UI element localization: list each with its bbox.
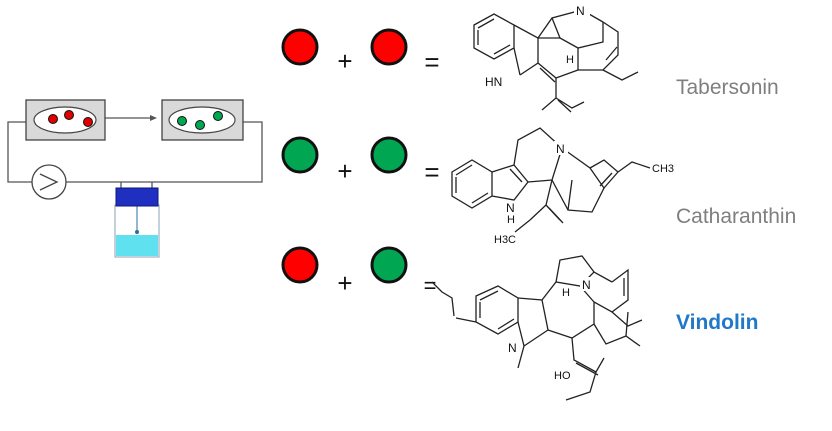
cell-red — [48, 114, 58, 124]
svg-text:H: H — [562, 287, 570, 299]
cell-3a — [281, 246, 319, 284]
cell-red — [64, 110, 74, 120]
equals-sign: = — [424, 47, 439, 77]
plus-sign: + — [337, 268, 352, 298]
equals-sign: = — [424, 273, 437, 298]
svg-text:N: N — [556, 142, 565, 156]
structure-vindolin — [431, 255, 643, 401]
structure-catharanthin-labels: N CH3 N H H3C — [494, 141, 674, 246]
cell-green — [195, 120, 205, 130]
cell-3b — [370, 246, 408, 284]
flow-reactor-setup — [7, 115, 263, 183]
loop-tubing-bottom — [66, 121, 263, 183]
cell-1b — [370, 28, 408, 66]
svg-text:HN: HN — [485, 75, 502, 89]
connector-arrow-head — [150, 115, 157, 121]
loop-tubing — [7, 121, 32, 183]
svg-text:N: N — [582, 278, 591, 292]
structure-vindolin-labels: N H N HO — [508, 277, 594, 382]
cell-2b — [370, 136, 408, 174]
cell-red — [83, 117, 93, 127]
plus-sign: + — [337, 46, 352, 76]
reactor-chamber-red — [25, 99, 106, 141]
svg-text:N: N — [508, 341, 517, 355]
svg-text:HO: HO — [554, 370, 571, 382]
structure-tabersonin — [473, 9, 639, 113]
compound-label-vindolin: Vindolin — [676, 311, 759, 334]
structure-catharanthin — [451, 127, 651, 233]
svg-text:N: N — [506, 201, 515, 215]
svg-text:H: H — [507, 214, 515, 226]
compound-label-catharanthin: Catharanthin — [676, 205, 797, 228]
cell-2a — [281, 136, 319, 174]
compound-label-tabersonin: Tabersonin — [676, 76, 779, 99]
cell-green — [177, 116, 187, 126]
svg-text:H3C: H3C — [494, 234, 516, 246]
cell-green — [213, 111, 223, 121]
reactor-chamber-green — [161, 99, 244, 141]
pump-icon — [31, 164, 67, 200]
svg-text:N: N — [576, 4, 585, 18]
equals-sign: = — [424, 157, 439, 187]
svg-text:H: H — [566, 54, 574, 66]
structure-tabersonin-labels: N H HN — [484, 2, 590, 89]
svg-text:CH3: CH3 — [652, 163, 674, 175]
reservoir-bottle-icon — [114, 182, 160, 258]
plus-sign: + — [337, 156, 352, 186]
cell-equations: + = + = + = — [281, 28, 440, 298]
cell-1a — [281, 28, 319, 66]
